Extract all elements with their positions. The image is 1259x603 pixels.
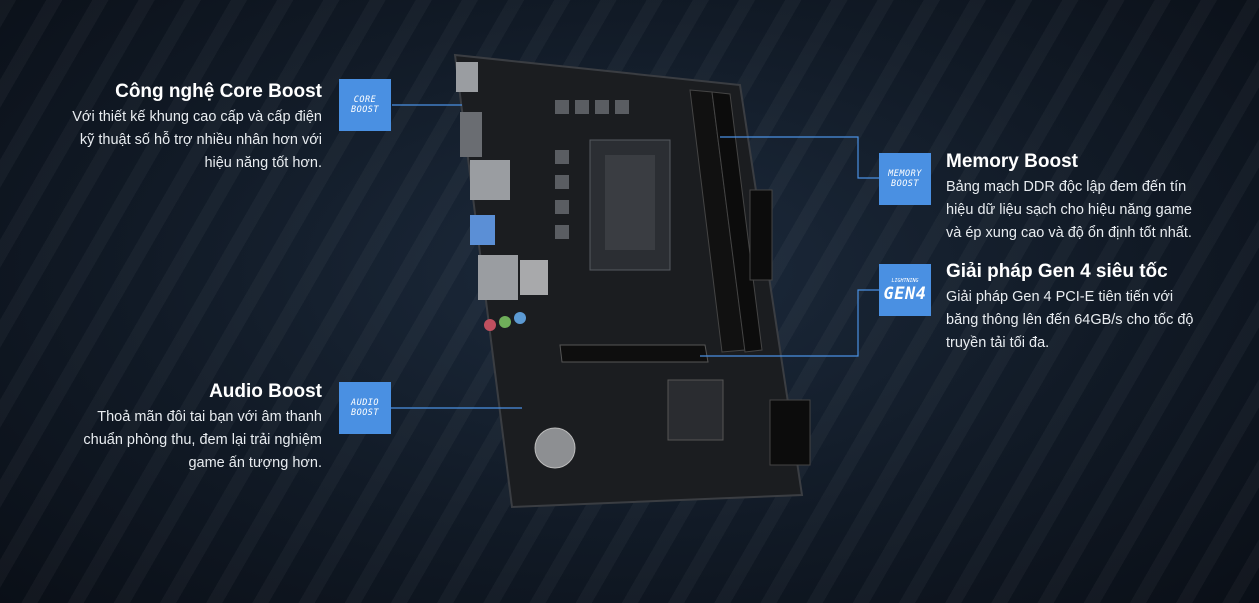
feature-title: Giải pháp Gen 4 siêu tốc [946,261,1168,282]
feature-audio-boost: Audio Boost Thoả mãn đôi tai bạn với âm … [2,380,322,475]
feature-memory-boost: Memory Boost Bảng mạch DDR độc lập đem đ… [946,150,1256,245]
feature-title: Memory Boost [946,151,1078,172]
feature-title: Công nghệ Core Boost [115,81,322,102]
callout-lines [391,104,879,409]
feature-core-boost: Công nghệ Core Boost Với thiết kế khung … [2,80,322,175]
feature-gen4: Giải pháp Gen 4 siêu tốc Giải pháp Gen 4… [946,260,1256,355]
feature-title: Audio Boost [209,381,322,402]
